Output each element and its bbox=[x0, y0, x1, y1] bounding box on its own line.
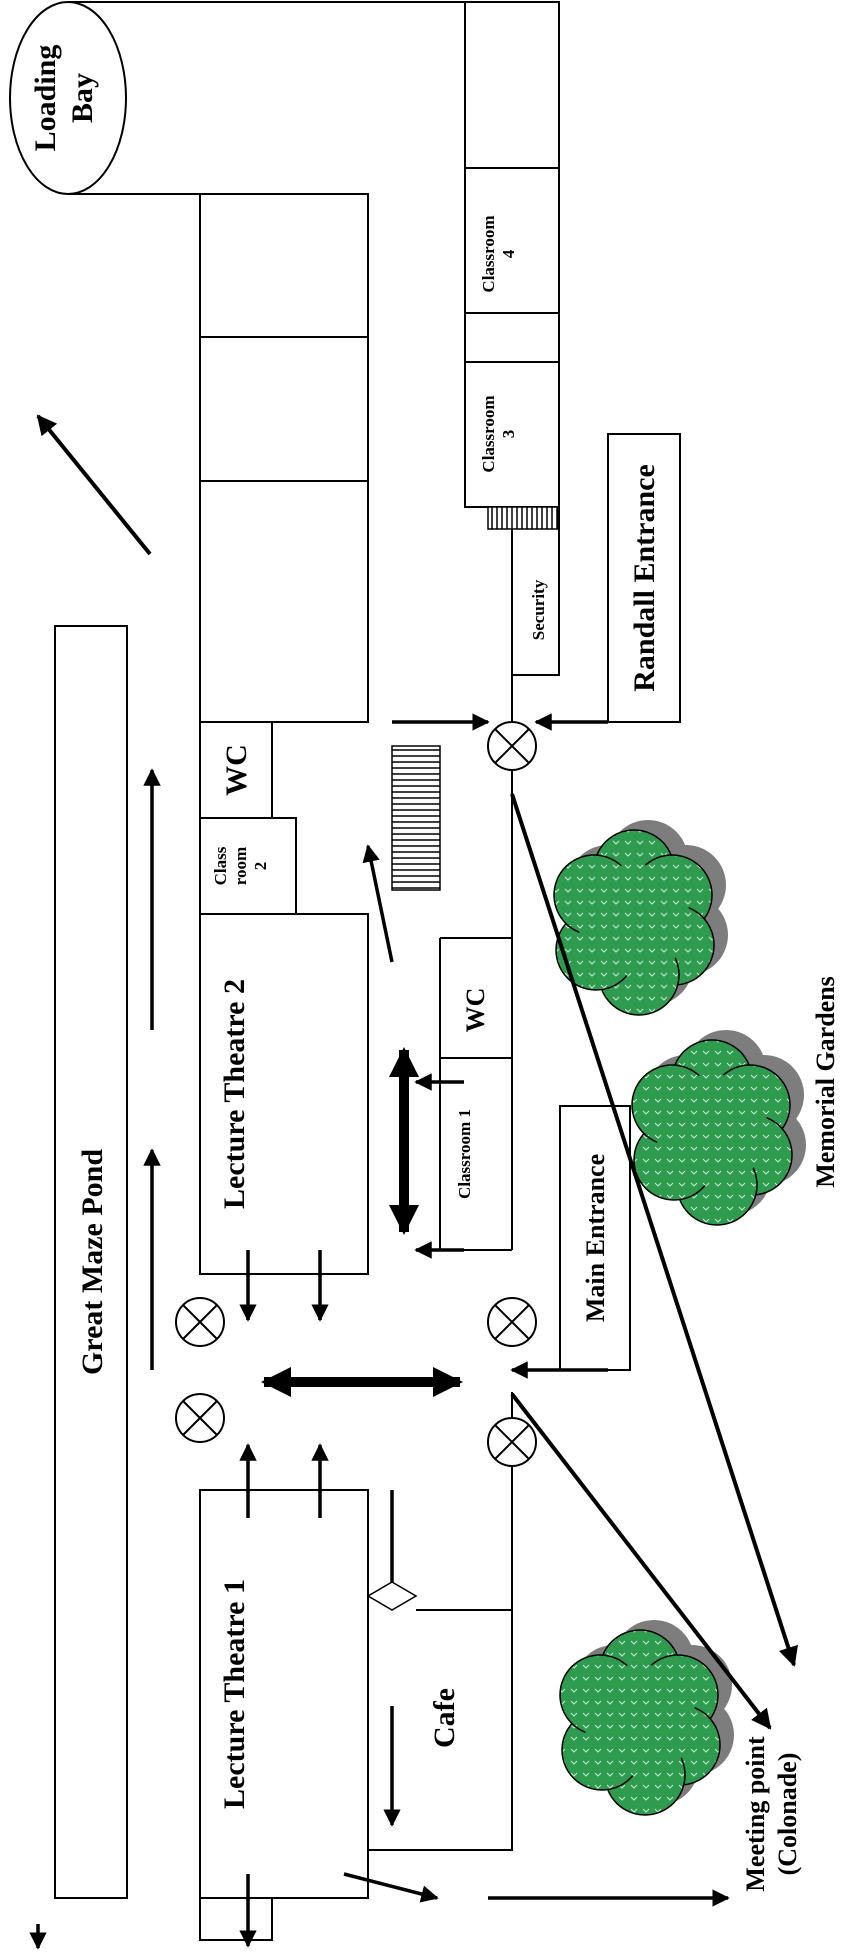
security-label: Security bbox=[529, 579, 548, 640]
great-maze-pond-label: Great Maze Pond bbox=[76, 1149, 109, 1375]
meeting-point-label: (Colonade) bbox=[773, 1753, 802, 1876]
classroom-4-label: Classroom bbox=[479, 215, 498, 292]
bush-icon bbox=[553, 819, 729, 1016]
cafe-label: Cafe bbox=[428, 1688, 461, 1748]
meeting-point-label: Meeting point bbox=[741, 1736, 770, 1892]
classroom-2-label: 2 bbox=[251, 862, 270, 871]
circle-x-icon bbox=[487, 721, 537, 771]
memorial-gardens-label: Memorial Gardens bbox=[811, 976, 840, 1188]
main-entrance-label: Main Entrance bbox=[581, 1154, 610, 1322]
stairs-icon bbox=[391, 506, 559, 891]
cafe-outline bbox=[367, 1392, 513, 1851]
loading-bay-label: Loading bbox=[29, 45, 62, 152]
classroom-1-label: Classroom 1 bbox=[455, 1109, 474, 1199]
diamond-marker bbox=[366, 1581, 418, 1611]
circle-x-icon bbox=[487, 1297, 537, 1347]
lecture-theatre-1-label: Lecture Theatre 1 bbox=[218, 1579, 251, 1809]
classroom-3-label: 3 bbox=[499, 430, 518, 439]
randall-entrance-box bbox=[607, 433, 681, 723]
great-maze-pond bbox=[54, 625, 128, 1899]
circle-x-icon bbox=[175, 1297, 225, 1347]
lecture-theatre-2-label: Lecture Theatre 2 bbox=[218, 979, 251, 1209]
classroom-2-label: Class bbox=[211, 846, 230, 885]
bush-icon bbox=[631, 1029, 807, 1226]
loading-bay-label: Bay bbox=[66, 73, 99, 123]
wc-upper-label: WC bbox=[220, 744, 253, 796]
circle-x-icon bbox=[175, 1393, 225, 1443]
wc-lower-label: WC bbox=[461, 988, 490, 1033]
classroom-3-label: Classroom bbox=[479, 395, 498, 472]
classroom-2-label: room bbox=[231, 847, 250, 885]
classroom-4-label: 4 bbox=[499, 249, 518, 258]
upper-building-outline bbox=[199, 193, 369, 723]
circle-x-icon bbox=[487, 1417, 537, 1467]
lecture-theatre-2-room bbox=[199, 913, 369, 1275]
randall-entrance-label: Randall Entrance bbox=[628, 464, 661, 692]
